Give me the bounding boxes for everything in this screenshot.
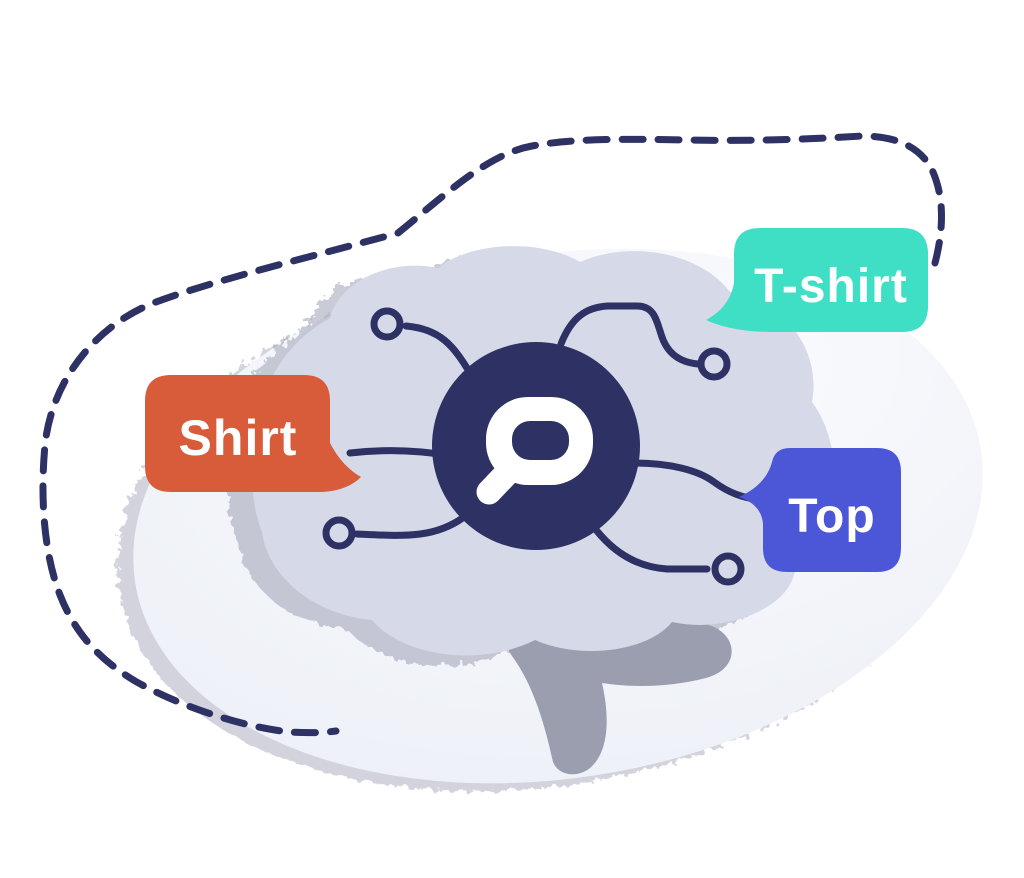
speech-bubble-tshirt-label: T-shirt [754,260,908,313]
connector-lower-left [353,513,468,539]
speech-bubble-tshirt-shape [706,228,928,332]
connector-upper-right [557,302,702,368]
speech-bubble-top: Top [739,448,901,572]
magnifying-glass-icon [476,397,593,505]
speech-bubble-shirt: Shirt [145,375,361,492]
speech-bubble-tshirt: T-shirt [706,228,928,332]
circuit-node-upper-left [370,307,404,341]
speech-bubble-top-label: Top [788,490,875,543]
magnifier-lens-hole [512,421,569,460]
speech-bubble-shirt-shape [145,375,361,492]
connector-lower-right [593,527,711,573]
speech-bubble-shirt-label: Shirt [179,410,298,466]
dashed-loop-path [39,132,945,737]
magnifier-handle [476,456,524,505]
brain-stem [506,621,732,775]
connector-upper-left [402,322,474,377]
speech-bubble-top-shape [739,448,901,572]
circuit-node-upper-right [697,347,731,381]
circuit-node-lower-right [711,552,745,586]
circuit-node-lower-left [322,516,356,550]
